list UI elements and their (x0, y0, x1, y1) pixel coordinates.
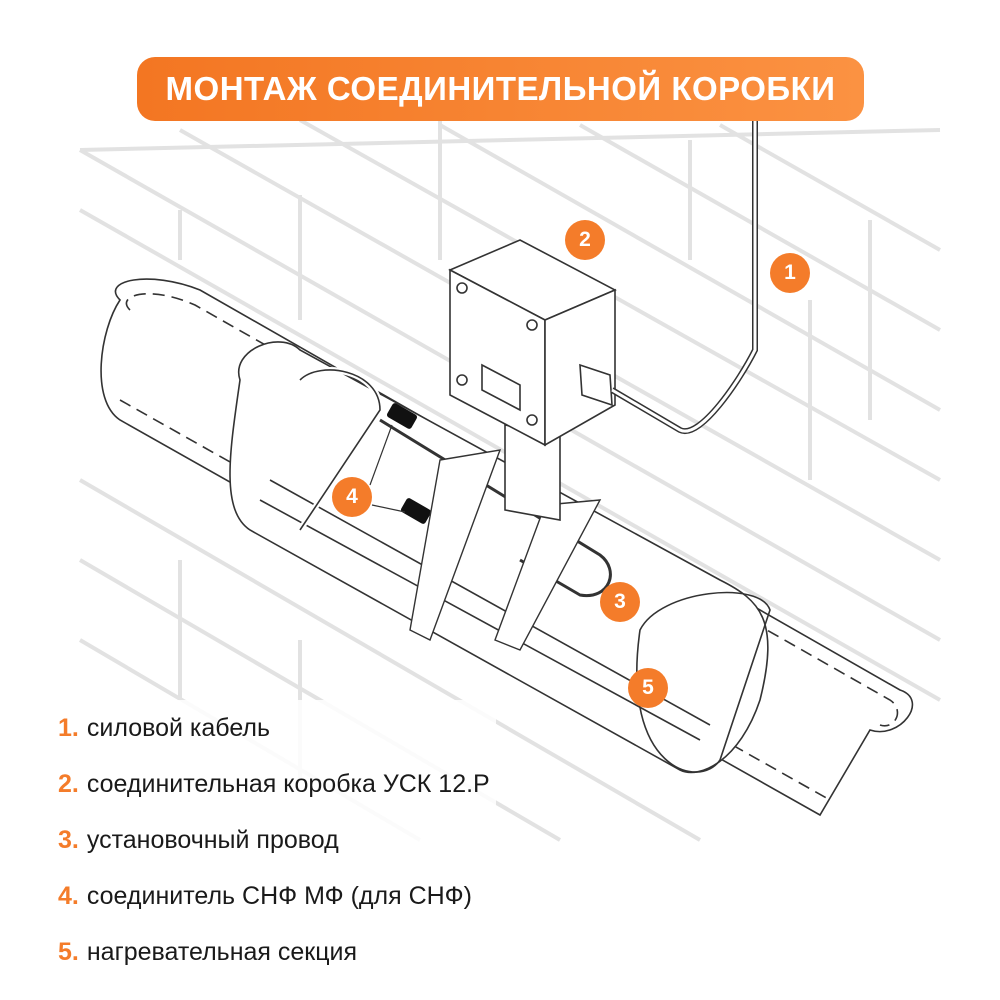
legend-text: силовой кабель (86, 713, 271, 742)
legend: 1.силовой кабель 2.соединительная коробк… (58, 700, 496, 980)
legend-item: 3.установочный провод (58, 812, 496, 868)
page-title: МОНТАЖ СОЕДИНИТЕЛЬНОЙ КОРОБКИ (137, 57, 864, 121)
legend-text: соединительная коробка УСК 12.Р (86, 769, 490, 798)
legend-item: 5.нагревательная секция (58, 924, 496, 980)
marker-4: 4 (332, 477, 372, 517)
legend-number: 1. (58, 713, 79, 742)
marker-5: 5 (628, 668, 668, 708)
marker-3: 3 (600, 582, 640, 622)
legend-number: 3. (58, 825, 79, 854)
marker-1: 1 (770, 253, 810, 293)
junction-box (448, 239, 617, 521)
legend-text: нагревательная секция (86, 937, 358, 966)
legend-number: 5. (58, 937, 79, 966)
marker-2: 2 (565, 220, 605, 260)
legend-item: 2.соединительная коробка УСК 12.Р (58, 756, 496, 812)
connectors (386, 403, 432, 524)
legend-item: 4.соединитель СНФ МФ (для СНФ) (58, 868, 496, 924)
legend-text: установочный провод (86, 825, 339, 854)
legend-text: соединитель СНФ МФ (для СНФ) (86, 881, 473, 910)
legend-number: 2. (58, 769, 79, 798)
clamps (409, 449, 602, 651)
legend-item: 1.силовой кабель (58, 700, 496, 756)
legend-number: 4. (58, 881, 79, 910)
pipe (100, 278, 914, 817)
brick-wall (78, 118, 941, 842)
